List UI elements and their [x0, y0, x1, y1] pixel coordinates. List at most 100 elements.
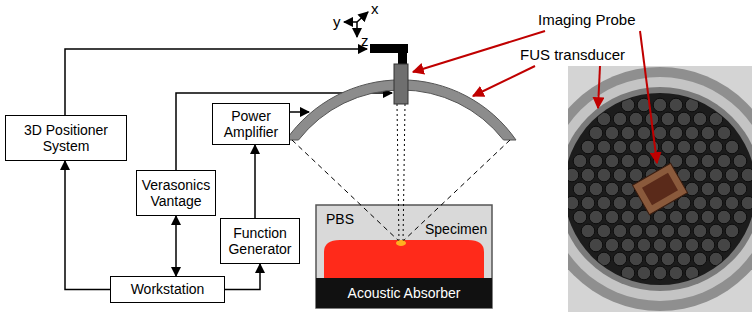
transducer-element [669, 210, 683, 224]
transducer-element [709, 168, 723, 182]
transducer-element [653, 238, 667, 252]
transducer-element [701, 210, 715, 224]
box-label: Verasonics Vantage [141, 177, 211, 209]
transducer-element [701, 182, 715, 196]
axis-label: z [361, 33, 369, 50]
transducer-element [637, 154, 651, 168]
box-label: 3D Positioner System [10, 122, 122, 154]
transducer-element [717, 182, 731, 196]
leader-arrow [413, 31, 657, 163]
transducer-element [629, 140, 643, 154]
transducer-element [685, 126, 699, 140]
transducer-element [741, 196, 752, 210]
transducer-element [677, 224, 691, 238]
transducer-element [621, 238, 635, 252]
transducer-element [669, 98, 683, 112]
transducer-element [741, 168, 752, 182]
transducer-element [613, 196, 627, 210]
transducer-element [725, 168, 739, 182]
transducer-element [701, 154, 715, 168]
transducer-element [621, 210, 635, 224]
transducer-element [645, 224, 659, 238]
transducer-element [573, 182, 587, 196]
transducer-element [613, 140, 627, 154]
transducer-element [693, 196, 707, 210]
transducer-element [693, 140, 707, 154]
transducer-element [709, 196, 723, 210]
transducer-element [669, 266, 683, 280]
box-label: Workstation [131, 281, 205, 297]
transducer-element [677, 112, 691, 126]
transducer-element [661, 140, 675, 154]
transducer-element [621, 126, 635, 140]
box-label: Power Amplifier [217, 108, 285, 140]
transducer-element [629, 252, 643, 266]
signal-connector [175, 216, 177, 276]
transducer-element [693, 224, 707, 238]
transducer-element [733, 154, 747, 168]
transducer-element [725, 140, 739, 154]
axis-label: x [371, 1, 379, 18]
transducer-element [669, 126, 683, 140]
transducer-element [629, 224, 643, 238]
signal-connector [225, 264, 260, 290]
transducer-element [693, 168, 707, 182]
transducer-element [613, 224, 627, 238]
transducer-element [605, 238, 619, 252]
transducer-element [589, 182, 603, 196]
transducer-element [709, 224, 723, 238]
transducer-element [597, 112, 611, 126]
transducer-element [597, 224, 611, 238]
transducer-element [661, 252, 675, 266]
transducer-element [597, 168, 611, 182]
transducer-element [717, 210, 731, 224]
transducer-element [613, 168, 627, 182]
focus-beam [292, 104, 510, 243]
transducer-element [717, 238, 731, 252]
transducer-element [709, 112, 723, 126]
transducer-element [621, 266, 635, 280]
process-box: Function Generator [220, 218, 300, 264]
signal-connector [65, 161, 110, 290]
transducer-element [621, 154, 635, 168]
transducer-element [733, 210, 747, 224]
transducer-element [685, 182, 699, 196]
transducer-element [581, 168, 595, 182]
transducer-element [613, 112, 627, 126]
transducer-element [653, 98, 667, 112]
transducer-element [701, 126, 715, 140]
transducer-element [597, 252, 611, 266]
transducer-element [637, 126, 651, 140]
transducer-element [725, 224, 739, 238]
transducer-element [621, 98, 635, 112]
transducer-element [717, 154, 731, 168]
transducer-element [717, 126, 731, 140]
transducer-element [685, 238, 699, 252]
transducer-element [605, 126, 619, 140]
transducer-element [661, 112, 675, 126]
process-box: Workstation [110, 276, 225, 303]
transducer-element [733, 182, 747, 196]
transducer-element [589, 238, 603, 252]
positioner-arm [370, 44, 408, 66]
transducer-element [677, 252, 691, 266]
imaging-probe [394, 64, 408, 104]
signal-connector [254, 145, 256, 218]
transducer-element [693, 112, 707, 126]
transducer-element [685, 266, 699, 280]
transducer-photo [568, 66, 752, 312]
transducer-element [568, 196, 579, 210]
transducer-element [709, 252, 723, 266]
transducer-element [613, 252, 627, 266]
transducer-element [597, 140, 611, 154]
transducer-element [677, 196, 691, 210]
transducer-element [597, 196, 611, 210]
transducer-element [701, 238, 715, 252]
transducer-element [581, 196, 595, 210]
transducer-element [685, 98, 699, 112]
transducer-element [725, 196, 739, 210]
transducer-element [589, 154, 603, 168]
transducer-element [677, 140, 691, 154]
transducer-element [605, 154, 619, 168]
